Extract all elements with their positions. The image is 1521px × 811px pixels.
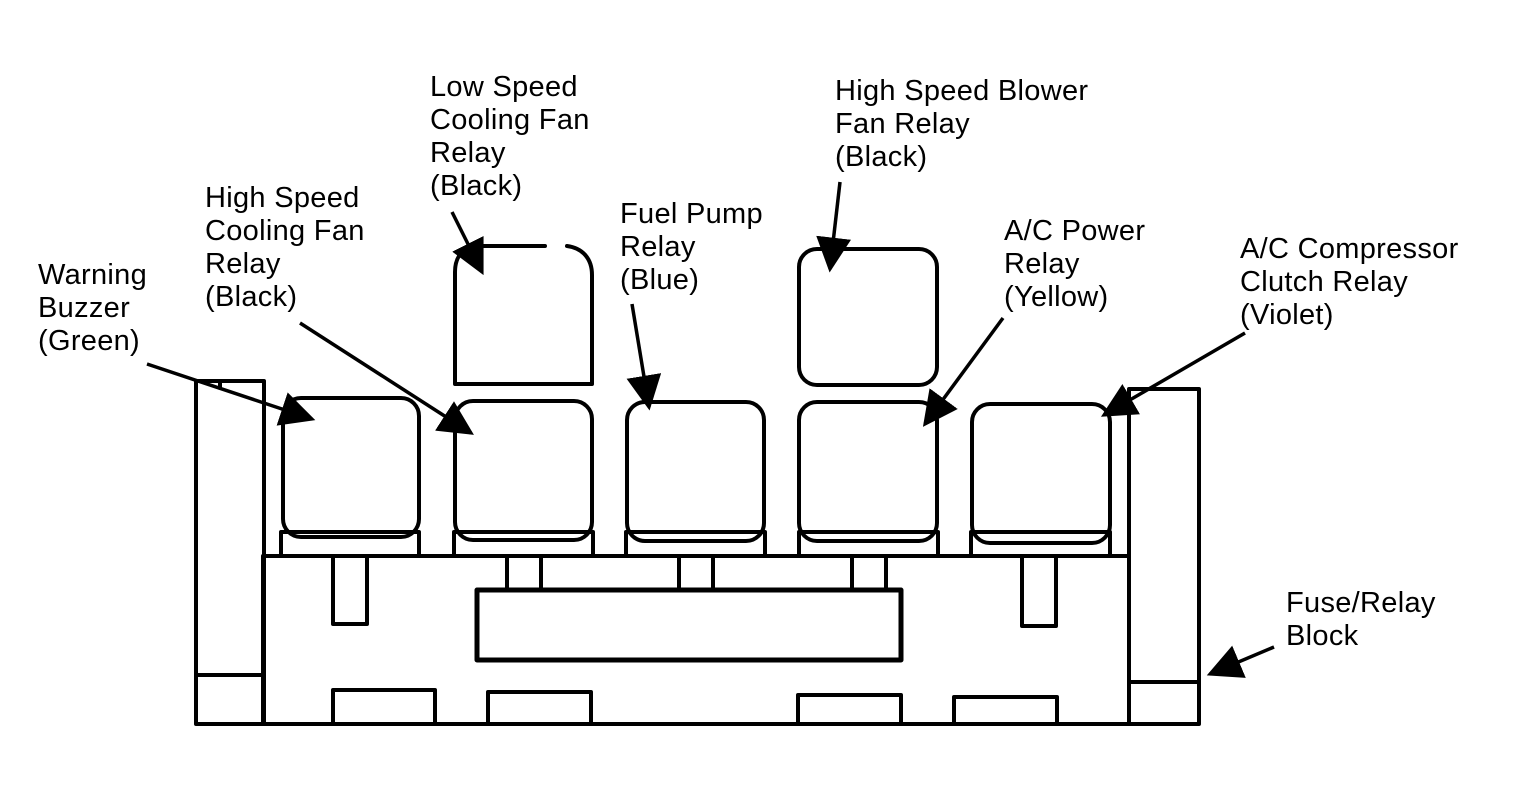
- arrow-high-speed-cooling-fan-relay: [299, 321, 474, 435]
- arrow-warning-buzzer: [146, 362, 316, 426]
- relay-base: [279, 530, 421, 558]
- slot-connector: [850, 554, 888, 592]
- block-post-left: [331, 554, 369, 626]
- label-low-speed-cooling-fan-relay: Low Speed Cooling Fan Relay (Black): [430, 71, 590, 202]
- bottom-tab: [486, 690, 593, 726]
- relay-fuel-pump: [625, 400, 766, 543]
- bottom-tab: [331, 688, 437, 726]
- label-ac-compressor-clutch-relay: A/C Compressor Clutch Relay (Violet): [1240, 233, 1459, 331]
- block-left-end: [194, 379, 266, 726]
- relay-high-speed-blower-fan: [797, 247, 939, 387]
- label-high-speed-cooling-fan-relay: High Speed Cooling Fan Relay (Black): [205, 182, 365, 313]
- arrow-low-speed-cooling-fan-relay: [450, 211, 484, 276]
- label-warning-buzzer: Warning Buzzer (Green): [38, 259, 148, 357]
- relay-base: [624, 530, 767, 558]
- label-high-speed-blower-fan-relay: High Speed Blower Fan Relay (Black): [835, 75, 1089, 173]
- slot-connector: [677, 554, 715, 592]
- slot-connector: [505, 554, 543, 592]
- relay-low-speed-cooling-fan: [453, 244, 594, 386]
- relay-base: [452, 530, 595, 558]
- arrow-high-speed-blower-fan-relay: [816, 181, 851, 273]
- relay-high-speed-cooling-fan: [453, 399, 594, 542]
- arrow-ac-power-relay: [922, 316, 1005, 427]
- arrow-ac-compressor-clutch-relay: [1100, 331, 1246, 417]
- relay-base: [969, 530, 1112, 558]
- bottom-tab: [952, 695, 1059, 726]
- relay-base: [797, 530, 940, 558]
- arrow-fuel-pump-relay: [626, 303, 662, 411]
- relay-warning-buzzer: [281, 396, 421, 539]
- label-fuse-relay-block: Fuse/Relay Block: [1286, 587, 1436, 652]
- block-post-right: [1020, 554, 1058, 628]
- relay-ac-compressor-clutch: [970, 402, 1112, 545]
- label-ac-power-relay: A/C Power Relay (Yellow): [1004, 215, 1146, 313]
- bottom-tab: [796, 693, 903, 726]
- relay-ac-power: [797, 400, 939, 543]
- center-slot: [474, 587, 904, 663]
- block-right-end: [1127, 387, 1201, 726]
- arrow-fuse-relay-block: [1206, 645, 1275, 678]
- leader-arrows: [146, 181, 1275, 678]
- label-fuel-pump-relay: Fuel Pump Relay (Blue): [620, 198, 763, 296]
